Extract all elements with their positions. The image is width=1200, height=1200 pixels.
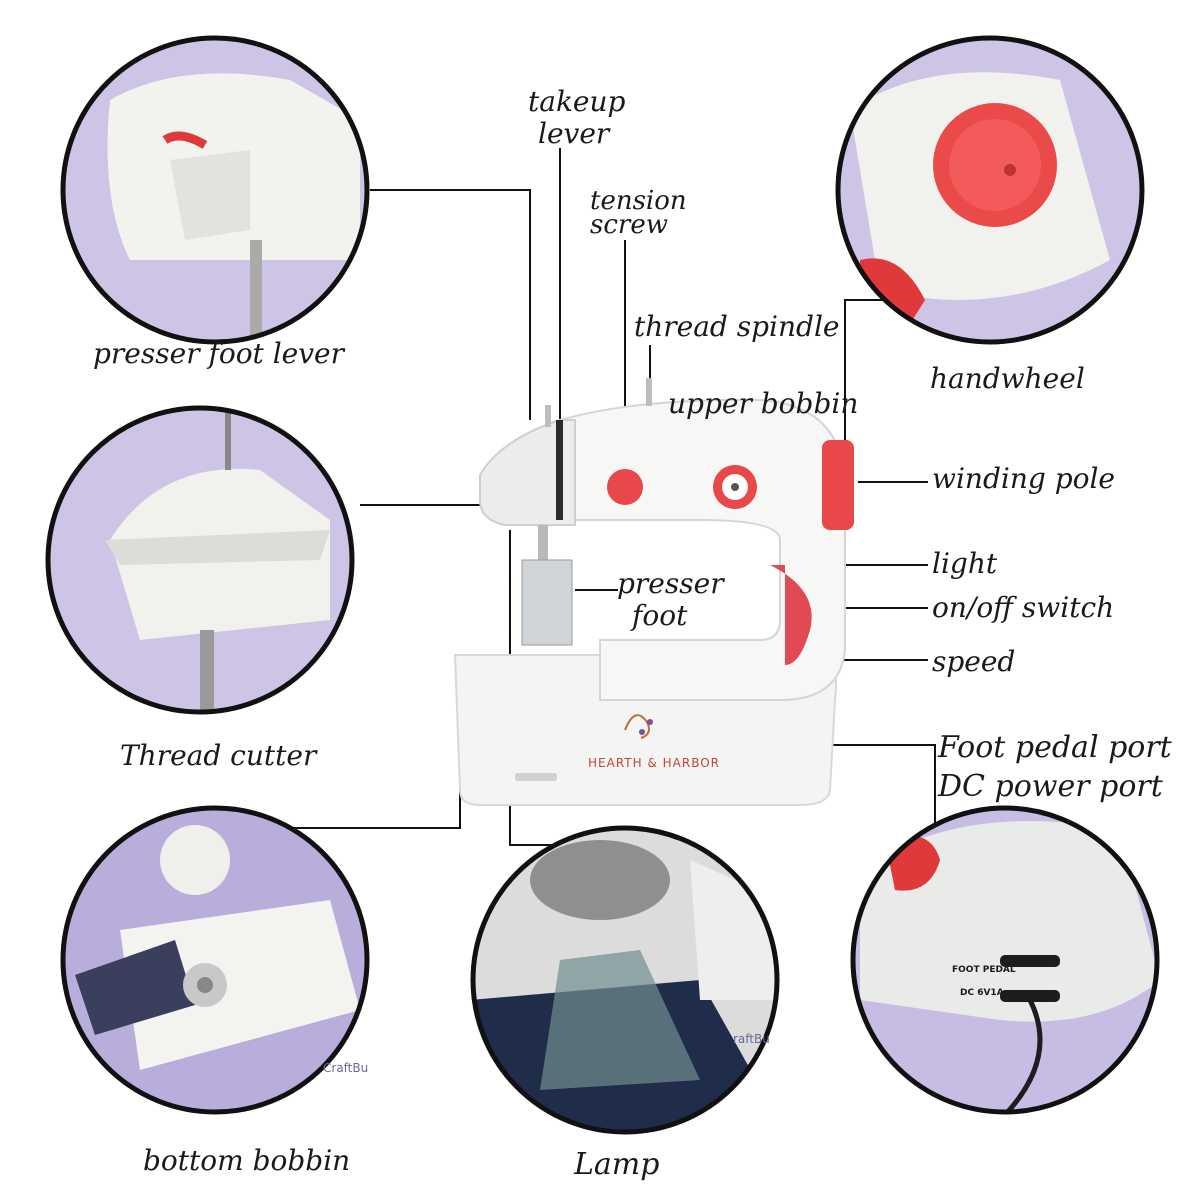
label-speed: speed: [932, 645, 1016, 678]
label-presser-foot-2: foot: [632, 599, 688, 632]
label-foot-pedal-port: Foot pedal port: [938, 730, 1172, 765]
label-bottom-bobbin: bottom bobbin: [143, 1144, 351, 1177]
photo-lamp: [473, 828, 777, 1132]
thread-spindle-pin: [646, 378, 652, 406]
leader-foot-pedal: [815, 744, 936, 835]
takeup-pin: [545, 405, 551, 427]
photo-label-dc: DC 6V1A: [960, 988, 1004, 998]
tension-screw-knob: [607, 469, 643, 505]
handwheel-disc: [822, 440, 854, 530]
photo-label-craft-mid: raftBu: [733, 1032, 770, 1046]
photo-presser-foot-lever: [63, 38, 367, 342]
label-light: light: [932, 547, 998, 580]
label-presser-foot-lever: presser foot lever: [93, 337, 345, 370]
machine-head: [479, 419, 576, 526]
photo-ports: [853, 808, 1157, 1112]
label-tension-screw-2: screw: [590, 210, 668, 240]
sewing-machine: [453, 378, 854, 806]
label-upper-bobbin: upper bobbin: [668, 387, 859, 420]
machine-arm: [559, 398, 846, 701]
label-thread-spindle: thread spindle: [634, 310, 840, 343]
photo-bottom-bobbin: [63, 808, 367, 1112]
label-dc-power-port: DC power port: [938, 769, 1163, 804]
takeup-lever-slot: [556, 420, 563, 520]
label-lamp: Lamp: [574, 1147, 660, 1182]
machine-base-slot: [515, 773, 557, 781]
photo-thread-cutter: [48, 408, 352, 712]
label-takeup-lever-2: lever: [538, 117, 610, 150]
photo-label-craft-left: CraftBu: [323, 1061, 369, 1075]
label-thread-cutter: Thread cutter: [120, 739, 317, 772]
label-on-off-switch: on/off switch: [932, 591, 1115, 624]
label-handwheel: handwheel: [930, 362, 1085, 395]
photo-label-foot-pedal: FOOT PEDAL: [952, 965, 1016, 975]
label-tension-screw-1: tension: [590, 186, 687, 216]
speed-switch: [770, 565, 812, 665]
label-takeup-lever-1: takeup: [528, 85, 626, 118]
leader-presser-foot-lever: [370, 189, 531, 420]
brand-name: HEARTH & HARBOR: [588, 756, 720, 770]
photo-handwheel: [838, 38, 1142, 342]
label-presser-foot-1: presser: [617, 567, 724, 600]
label-winding-pole: winding pole: [932, 462, 1115, 495]
presser-foot-assembly: [521, 559, 573, 646]
